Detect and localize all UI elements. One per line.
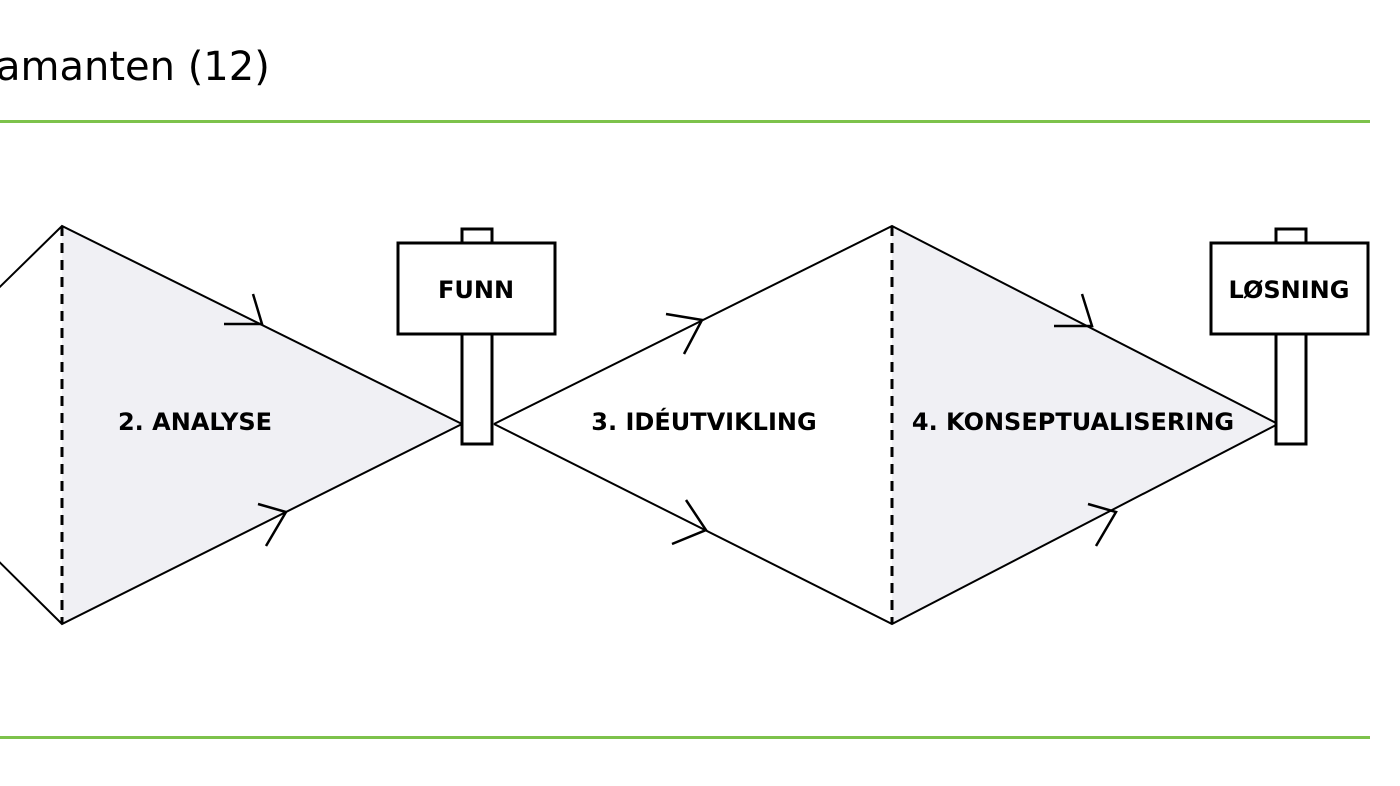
top-divider — [0, 120, 1370, 123]
arrow-icon — [1054, 293, 1094, 328]
arrow-icon — [671, 499, 708, 546]
signpost-pole — [460, 332, 494, 446]
slide-title: amanten (12) — [0, 44, 270, 90]
phase-label-ideutvikling: 3. IDÉUTVIKLING — [591, 407, 816, 436]
signpost-board — [1209, 241, 1370, 336]
signpost-losning-label: LØSNING — [1229, 276, 1350, 304]
signpost-losning: LØSNING — [1209, 227, 1370, 446]
arrow-icon — [257, 502, 288, 547]
signpost-funn: FUNN — [396, 227, 557, 446]
bottom-divider — [0, 736, 1370, 739]
signpost-cap — [460, 227, 494, 245]
phase-label-konseptualisering: 4. KONSEPTUALISERING — [912, 408, 1234, 436]
signpost-pole — [1274, 332, 1308, 446]
diamond-concept-fill — [892, 226, 1278, 624]
arrow-icon — [1087, 502, 1118, 547]
signpost-cap — [1274, 227, 1308, 245]
phase-label-analyse: 2. ANALYSE — [118, 408, 272, 436]
diamond-analysis-fill — [62, 226, 462, 624]
signpost-funn-label: FUNN — [438, 276, 514, 304]
arrow-icon — [224, 293, 264, 326]
signpost-board — [396, 241, 557, 336]
arrow-icon — [665, 312, 704, 355]
